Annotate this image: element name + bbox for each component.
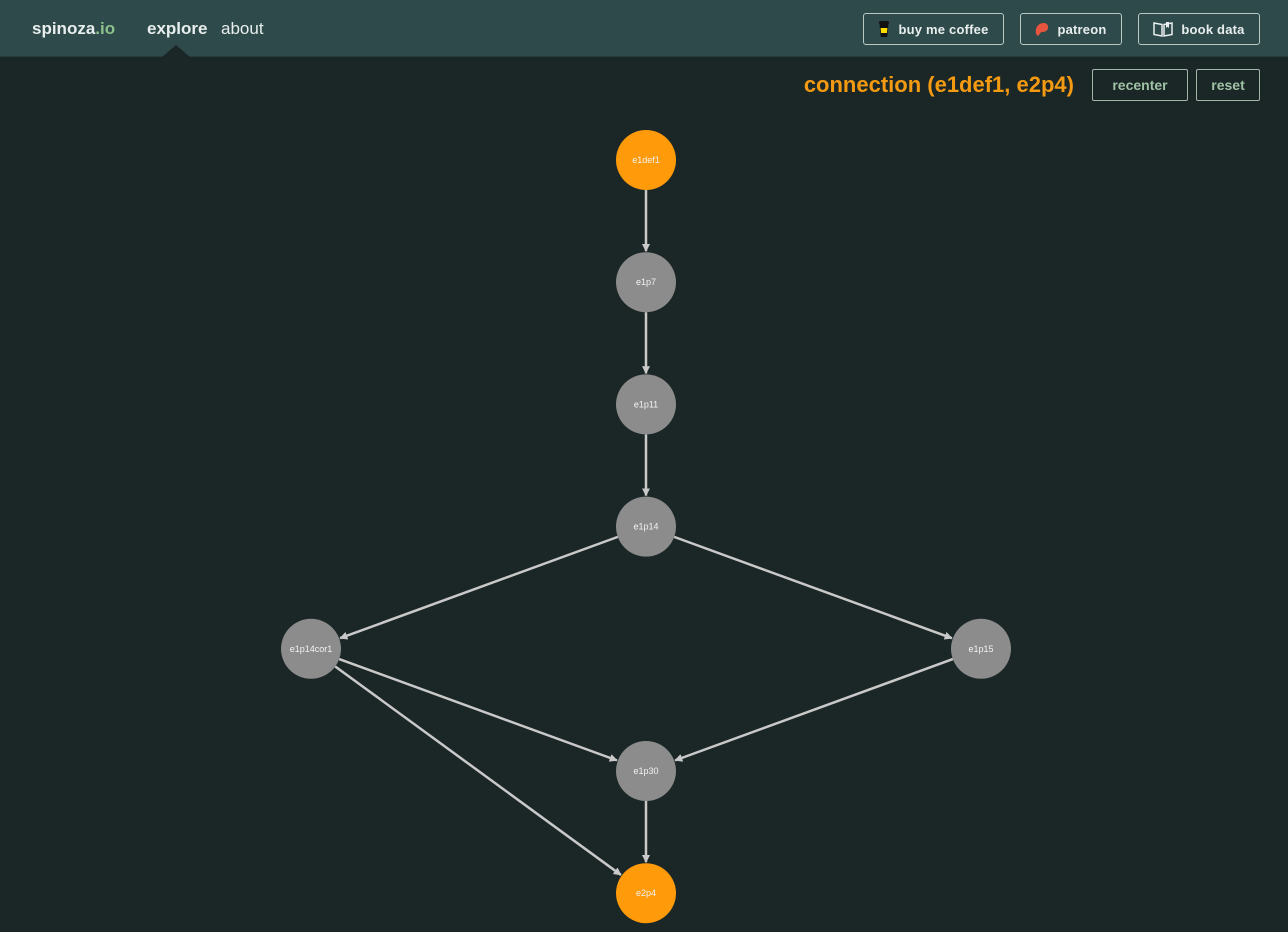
logo-tld: .io [95,19,116,38]
node-circle[interactable] [616,130,676,190]
nav-about[interactable]: about [221,19,264,38]
node-label: e1p11 [634,399,658,409]
node-label: e1p14 [633,522,658,532]
node-circle[interactable] [616,741,676,801]
open-book-icon [1153,21,1174,37]
node-circle[interactable] [616,252,676,313]
nav-explore[interactable]: explore [147,19,208,38]
active-nav-indicator [162,45,190,57]
patreon-button[interactable]: patreon [1020,13,1122,45]
node-label: e1p7 [636,277,656,287]
graph-node-e1def1[interactable]: e1def1 [616,130,676,190]
node-circle[interactable] [616,496,676,557]
reset-button[interactable]: reset [1196,69,1260,101]
edge-e1p14cor1-e1p30 [338,657,618,762]
node-label: e1p14cor1 [290,644,333,654]
node-circle[interactable] [951,618,1011,679]
connection-title: connection (e1def1, e2p4) [803,72,1074,97]
book-data-label: book data [1181,21,1245,37]
node-circle[interactable] [616,374,676,435]
graph-node-e1p14[interactable]: e1p14 [616,496,676,557]
buy-me-coffee-label: buy me coffee [898,21,989,37]
graph-node-e1p7[interactable]: e1p7 [616,252,676,313]
top-navbar: spinoza.io explore about buy me coffee p… [0,0,1288,57]
patreon-label: patreon [1057,21,1107,37]
graph-node-e1p30[interactable]: e1p30 [616,741,676,801]
site-logo[interactable]: spinoza.io [32,19,115,39]
patreon-icon [1035,22,1049,36]
graph-node-e1p14cor1[interactable]: e1p14cor1 [281,618,341,679]
node-circle[interactable] [616,863,676,924]
graph-node-e1p11[interactable]: e1p11 [616,374,676,435]
graph-node-e1p15[interactable]: e1p15 [951,618,1011,679]
edge-e1p14-e1p14cor1 [339,535,619,640]
buy-me-coffee-button[interactable]: buy me coffee [863,13,1004,45]
graph-node-e2p4[interactable]: e2p4 [616,863,676,924]
node-label: e1p15 [968,644,993,654]
node-label: e1def1 [632,155,660,165]
coffee-cup-icon [878,20,890,38]
book-data-button[interactable]: book data [1138,13,1260,45]
node-label: e2p4 [636,888,656,898]
edge-e1p14-e1p15 [673,535,953,640]
edge-e1p14cor1-e2p4 [334,665,622,876]
recenter-button[interactable]: recenter [1092,69,1188,101]
node-circle[interactable] [281,618,341,679]
node-label: e1p30 [633,766,658,776]
nodes-layer: e1def1 e1p7 e1p11 e1p14 e1p14cor1 e1p15 e1p30 e… [281,130,1011,924]
edge-e1p15-e1p30 [674,657,954,762]
logo-main: spinoza [32,19,96,38]
edges-layer [334,190,954,876]
